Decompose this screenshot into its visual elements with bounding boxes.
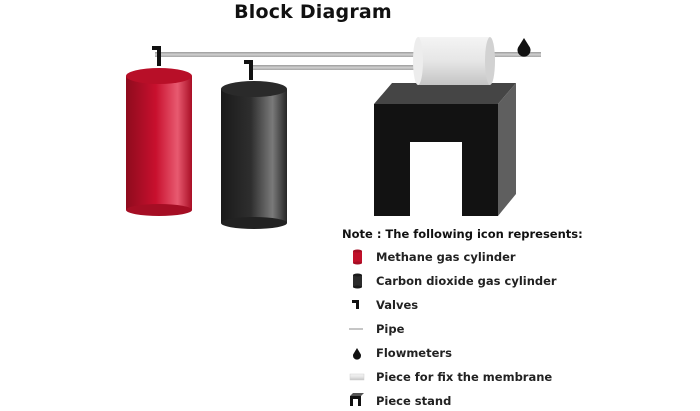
valve-icon	[152, 46, 161, 66]
valve-icon	[244, 60, 253, 80]
legend-item-membrane-piece: Piece for fix the membrane	[346, 367, 606, 387]
legend-item-pipe: Pipe	[346, 319, 606, 339]
diagram-title: Block Diagram	[234, 1, 392, 23]
membrane-fixing-piece	[413, 37, 495, 85]
legend-item-co2: Carbon dioxide gas cylinder	[346, 271, 606, 291]
legend-label: Methane gas cylinder	[376, 250, 516, 264]
piece-stand	[374, 83, 516, 216]
legend-label: Carbon dioxide gas cylinder	[376, 274, 557, 288]
legend-item-flowmeters: Flowmeters	[346, 343, 606, 363]
pipe-top	[155, 52, 541, 57]
piece-stand-icon	[350, 393, 364, 406]
methane-gas-cylinder	[126, 68, 192, 216]
legend-item-valves: Valves	[346, 295, 606, 315]
co2-cylinder-icon	[353, 273, 362, 289]
legend-note: Note : The following icon represents:	[342, 227, 583, 241]
legend-item-piece-stand: Piece stand	[346, 391, 606, 411]
flowmeter-icon	[517, 38, 531, 57]
legend-label: Piece for fix the membrane	[376, 370, 553, 384]
flowmeter-icon	[352, 348, 361, 360]
membrane-piece-icon	[349, 373, 365, 381]
pipe-lower	[249, 65, 424, 70]
legend-label: Valves	[376, 298, 419, 312]
legend-item-methane: Methane gas cylinder	[346, 247, 606, 267]
legend-label: Flowmeters	[376, 346, 452, 360]
valve-icon	[352, 300, 359, 309]
pipe-icon	[349, 328, 363, 330]
legend-label: Pipe	[376, 322, 405, 336]
legend-label: Piece stand	[376, 394, 452, 408]
methane-cylinder-icon	[353, 249, 362, 265]
carbon-dioxide-gas-cylinder	[221, 81, 287, 229]
